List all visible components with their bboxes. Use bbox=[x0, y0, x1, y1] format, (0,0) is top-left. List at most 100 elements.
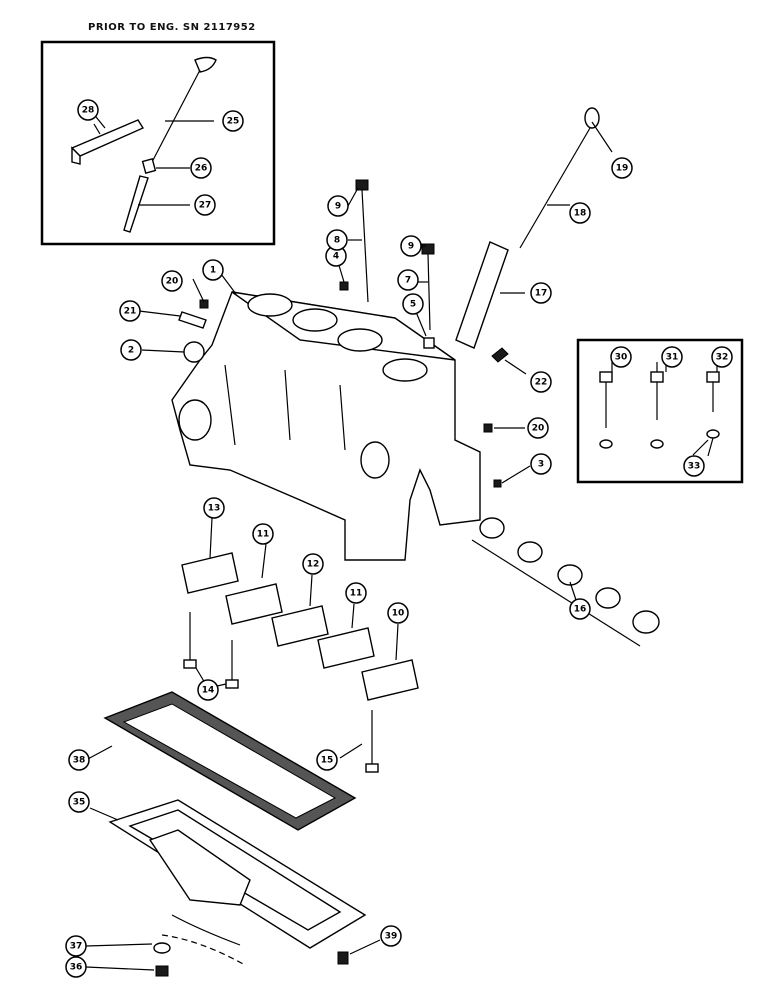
callout-circle bbox=[530, 371, 552, 393]
callout-c11b: 11 bbox=[345, 582, 367, 604]
bolts-14-15-drawing bbox=[183, 612, 379, 773]
callout-c32: 32 bbox=[711, 346, 733, 368]
callout-number: 20 bbox=[532, 424, 545, 434]
callout-circle bbox=[327, 195, 349, 217]
callout-number: 22 bbox=[535, 378, 548, 388]
callout-number: 31 bbox=[666, 353, 679, 363]
callout-circle bbox=[120, 339, 142, 361]
oil-pan-35-drawing bbox=[108, 799, 367, 966]
callout-circle bbox=[68, 791, 90, 813]
callout-number: 20 bbox=[166, 277, 179, 287]
callout-circle bbox=[530, 282, 552, 304]
callout-number: 10 bbox=[392, 609, 405, 619]
tube-17-drawing bbox=[455, 241, 525, 349]
fitting-22-drawing bbox=[491, 347, 527, 375]
callout-circle bbox=[77, 99, 99, 121]
callout-circle bbox=[711, 346, 733, 368]
bearings-16-drawing bbox=[471, 517, 660, 647]
callout-number: 11 bbox=[350, 589, 363, 599]
callout-circle bbox=[202, 259, 224, 281]
callout-number: 36 bbox=[70, 963, 83, 973]
callout-circle bbox=[530, 453, 552, 475]
callout-number: 12 bbox=[307, 560, 320, 570]
callout-c14: 14 bbox=[197, 679, 219, 701]
callout-circle bbox=[252, 523, 274, 545]
callout-c9b: 9 bbox=[400, 235, 422, 257]
callout-number: 15 bbox=[321, 756, 334, 766]
callout-circle bbox=[661, 346, 683, 368]
callout-number: 39 bbox=[385, 932, 398, 942]
callout-circle bbox=[222, 110, 244, 132]
callout-c19: 19 bbox=[611, 157, 633, 179]
callout-circle bbox=[161, 270, 183, 292]
callout-number: 26 bbox=[195, 164, 208, 174]
callout-number: 17 bbox=[535, 289, 548, 299]
callout-number: 2 bbox=[128, 346, 134, 356]
callout-number: 5 bbox=[410, 300, 416, 310]
callout-c37: 37 bbox=[65, 935, 87, 957]
callout-number: 16 bbox=[574, 605, 587, 615]
callout-number: 7 bbox=[405, 276, 411, 286]
callout-number: 13 bbox=[208, 504, 221, 514]
callout-c2: 2 bbox=[120, 339, 142, 361]
callout-circle bbox=[194, 194, 216, 216]
callout-c26: 26 bbox=[190, 157, 212, 179]
callout-circle bbox=[611, 157, 633, 179]
bearing-caps-drawing bbox=[181, 552, 419, 701]
callout-c3: 3 bbox=[530, 453, 552, 475]
callout-c5: 5 bbox=[402, 293, 424, 315]
callout-circle bbox=[302, 553, 324, 575]
inset-panel bbox=[40, 40, 276, 246]
callout-circle bbox=[380, 925, 402, 947]
callout-c8: 8 bbox=[326, 229, 348, 251]
bolt-32-drawing bbox=[706, 364, 720, 457]
callout-circle bbox=[569, 202, 591, 224]
callout-c28: 28 bbox=[77, 99, 99, 121]
studs-and-nuts-drawing bbox=[178, 179, 502, 488]
callout-number: 30 bbox=[615, 353, 628, 363]
callout-c1: 1 bbox=[202, 259, 224, 281]
callout-circle bbox=[345, 582, 367, 604]
callout-c17: 17 bbox=[530, 282, 552, 304]
dipstick-25-drawing bbox=[151, 56, 217, 163]
callout-c33: 33 bbox=[683, 455, 705, 477]
callout-circle bbox=[68, 749, 90, 771]
callout-number: 19 bbox=[616, 164, 629, 174]
callout-c4: 4 bbox=[325, 245, 347, 267]
callout-circle bbox=[400, 235, 422, 257]
callout-circle bbox=[402, 293, 424, 315]
callout-c27: 27 bbox=[194, 194, 216, 216]
callout-number: 32 bbox=[716, 353, 729, 363]
callout-number: 33 bbox=[688, 462, 701, 472]
callout-circle bbox=[316, 749, 338, 771]
callout-circle bbox=[397, 269, 419, 291]
callout-circle bbox=[527, 417, 549, 439]
callout-number: 38 bbox=[73, 756, 86, 766]
bolt-30-drawing bbox=[599, 362, 613, 449]
dipstick-18-drawing bbox=[519, 107, 613, 249]
callout-c35: 35 bbox=[68, 791, 90, 813]
cylinder-block-1-drawing bbox=[171, 291, 481, 561]
callout-c9a: 9 bbox=[327, 195, 349, 217]
bracket-28-drawing bbox=[70, 111, 145, 165]
callout-circle bbox=[65, 956, 87, 978]
callout-c31: 31 bbox=[661, 346, 683, 368]
callout-circle bbox=[387, 602, 409, 624]
callout-c20a: 20 bbox=[161, 270, 183, 292]
callout-c20b: 20 bbox=[527, 417, 549, 439]
callout-c25: 25 bbox=[222, 110, 244, 132]
callout-circle bbox=[569, 598, 591, 620]
callout-c38: 38 bbox=[68, 749, 90, 771]
callout-number: 21 bbox=[124, 307, 137, 317]
drain-plug-36-37-drawing bbox=[153, 942, 349, 977]
callout-number: 18 bbox=[574, 209, 587, 219]
callout-number: 25 bbox=[227, 117, 240, 127]
callout-c13: 13 bbox=[203, 497, 225, 519]
callout-number: 27 bbox=[199, 201, 212, 211]
callout-number: 4 bbox=[333, 252, 339, 262]
callout-c39: 39 bbox=[380, 925, 402, 947]
callout-circle bbox=[683, 455, 705, 477]
callout-bubbles: 1234578991011111213141516171819202021222… bbox=[65, 99, 733, 978]
tube-27-drawing bbox=[123, 175, 190, 233]
